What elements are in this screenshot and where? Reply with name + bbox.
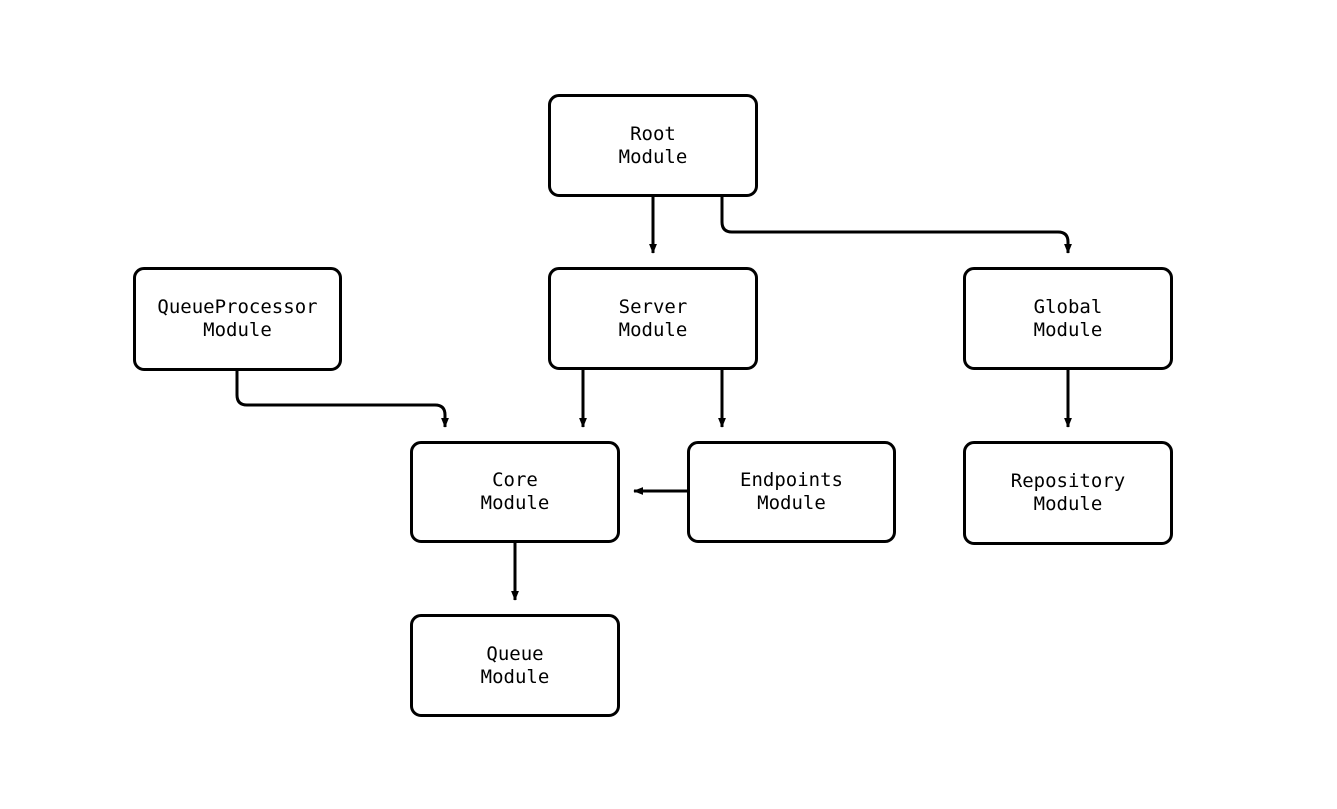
edge-queueprocessor-to-core [235,371,449,428]
node-root-module[interactable]: Root Module [548,94,758,197]
node-endpoints-module-line2: Module [757,492,826,514]
node-core-module[interactable]: Core Module [410,441,620,543]
node-server-module-line1: Server [618,295,688,318]
node-queueprocessor-module-line1: QueueProcessor [157,296,318,318]
node-server-module[interactable]: Server Module [548,267,758,370]
node-endpoints-module-line1: Endpoints [740,469,843,491]
node-global-module-line1: Global [1033,295,1103,318]
node-repository-module-line1: Repository [1010,470,1126,492]
node-server-module-line2: Module [618,318,688,341]
node-core-module-line1: Core [492,469,538,491]
node-queue-module[interactable]: Queue Module [410,614,620,717]
node-queue-module-line1: Queue [486,642,544,665]
node-global-module[interactable]: Global Module [963,267,1173,370]
edge-root-to-global [720,197,1072,254]
node-global-module-line2: Module [1033,318,1103,341]
node-repository-module[interactable]: Repository Module [963,441,1173,545]
node-queue-module-line2: Module [480,665,550,688]
node-root-module-line2: Module [618,145,688,168]
node-queueprocessor-module[interactable]: QueueProcessor Module [133,267,342,371]
node-endpoints-module[interactable]: Endpoints Module [687,441,896,543]
node-core-module-line2: Module [480,492,550,514]
node-queueprocessor-module-line2: Module [203,319,272,341]
node-root-module-line1: Root [630,122,676,145]
node-repository-module-line2: Module [1033,493,1103,515]
